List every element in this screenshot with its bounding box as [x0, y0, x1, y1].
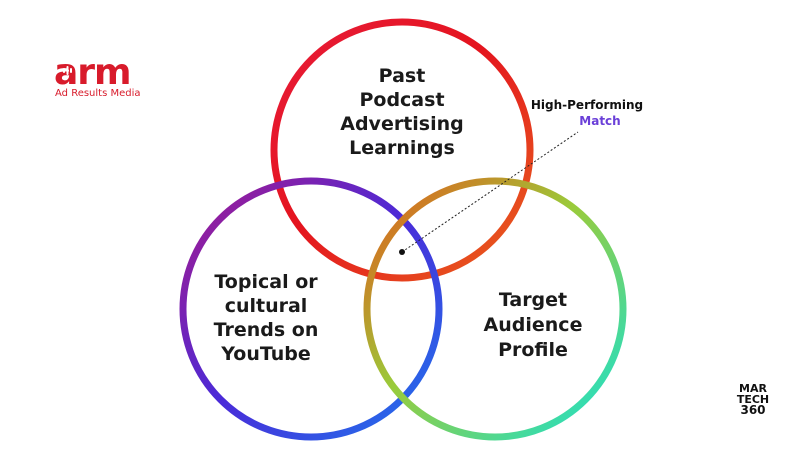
label-line: Learnings — [349, 137, 455, 159]
callout-high-performing-match: High-Performing Match — [399, 98, 643, 255]
label-line: cultural — [225, 295, 308, 317]
label-line: Past — [379, 65, 426, 87]
arm-logo-mark: arm — [54, 52, 132, 93]
sound-wave-icon — [63, 66, 72, 75]
martech-360-logo: MAR TECH 360 — [733, 383, 773, 423]
callout-leader-line — [401, 131, 579, 253]
center-intersection-dot — [399, 249, 405, 255]
label-line: Topical or — [214, 271, 318, 293]
label-line: YouTube — [220, 343, 310, 365]
martech-logo-line: 360 — [740, 403, 766, 417]
label-line: Target — [499, 289, 567, 311]
martech-logo-line: MAR — [739, 382, 767, 395]
circle-target-audience — [363, 177, 627, 441]
label-line: Profile — [498, 339, 568, 361]
label-line: Advertising — [340, 113, 464, 135]
label-line: Audience — [484, 314, 583, 336]
callout-subtitle: Match — [579, 114, 620, 128]
circle-past-podcast-learnings — [270, 18, 534, 282]
callout-title: High-Performing — [531, 98, 643, 112]
martech-logo-line: TECH — [736, 393, 770, 406]
arm-logo-tagline: Ad Results Media — [55, 88, 141, 99]
label-line: Trends on — [214, 319, 319, 341]
label-topical-trends: Topical or cultural Trends on YouTube — [214, 271, 319, 365]
label-line: Podcast — [359, 89, 444, 111]
label-past-podcast-learnings: Past Podcast Advertising Learnings — [340, 65, 464, 159]
circle-topical-trends — [179, 177, 443, 441]
ad-results-media-logo: arm Ad Results Media — [54, 52, 154, 104]
label-target-audience: Target Audience Profile — [484, 289, 583, 361]
